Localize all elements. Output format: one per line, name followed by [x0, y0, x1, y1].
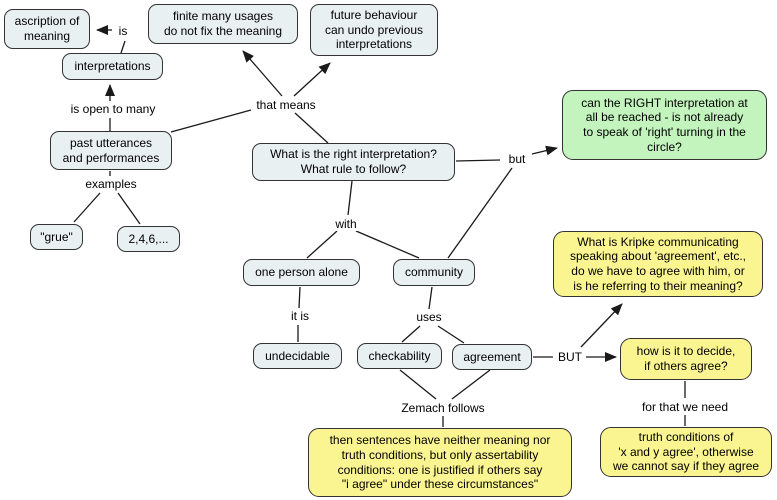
node-kripke-question-line: is he referring to their meaning?	[573, 278, 743, 293]
node-past-utterances-line: and performances	[62, 150, 160, 165]
edge-label-it-is[interactable]: it is	[288, 309, 312, 323]
node-ascription-of-meaning-line: meaning	[23, 29, 71, 43]
edge-line-19	[455, 159, 501, 162]
edge-label-that-means[interactable]: that means	[253, 98, 319, 112]
edge-line-7	[170, 109, 252, 133]
node-grue[interactable]: "grue"	[30, 224, 83, 250]
node-undecidable-line: undecidable	[265, 348, 330, 363]
edge-line-18	[437, 325, 465, 344]
edge-label-with[interactable]: with	[332, 217, 360, 231]
node-community[interactable]: community	[393, 259, 475, 286]
edge-label-uses[interactable]: uses	[413, 310, 445, 324]
node-agreement[interactable]: agreement	[452, 344, 532, 370]
node-past-utterances-line: past utterances	[69, 135, 153, 150]
node-community-line: community	[404, 265, 463, 280]
node-circle-question-line: circle?	[647, 139, 682, 154]
edge-line-9	[293, 62, 331, 97]
node-interpretations[interactable]: interpretations	[62, 53, 163, 80]
edge-line-10	[294, 112, 329, 144]
node-number-sequence-line: 2,4,6,...	[128, 231, 169, 246]
node-right-interpretation-question-line: What rule to follow?	[300, 162, 407, 176]
edge-line-16	[428, 286, 433, 310]
node-truth-conditions-line: truth conditions of	[638, 430, 734, 445]
node-checkability-line: checkability	[368, 348, 431, 363]
node-right-interpretation-question-line: What is the right interpretation?	[270, 147, 437, 162]
edge-label-zemach-follows[interactable]: Zemach follows	[398, 401, 488, 415]
node-right-interpretation-question[interactable]: What is the right interpretation?What ru…	[252, 143, 455, 181]
node-checkability[interactable]: checkability	[357, 343, 442, 369]
edge-line-22	[399, 369, 437, 400]
node-ascription-of-meaning-line: ascription of	[14, 14, 80, 29]
node-truth-conditions-line: 'x and y agree', otherwise	[618, 444, 754, 459]
node-assertability-conditions-line: "i agree" under these circumstances"	[341, 477, 539, 492]
edge-line-11	[347, 180, 353, 216]
edge-line-14	[298, 286, 301, 309]
edge-line-8	[242, 50, 283, 97]
node-assertability-conditions-line: then sentences have neither meaning nor	[329, 433, 551, 448]
node-future-behaviour-line: can undo previous	[324, 22, 424, 37]
edge-label-for-that-we-need[interactable]: for that we need	[638, 400, 732, 414]
edge-label-is-open-to-many[interactable]: is open to many	[67, 102, 159, 116]
node-kripke-question-line: What is Kripke communicating	[577, 234, 739, 249]
node-one-person-alone[interactable]: one person alone	[243, 259, 360, 286]
node-grue-line: "grue"	[40, 229, 73, 244]
edge-line-27	[580, 303, 623, 348]
node-assertability-conditions-line: conditions: one is justified if others s…	[337, 462, 543, 477]
node-truth-conditions[interactable]: truth conditions of'x and y agree', othe…	[600, 427, 772, 477]
node-how-to-decide-line: if others agree?	[644, 359, 728, 373]
edge-label-but-lower[interactable]: but	[505, 152, 529, 166]
edge-label-examples[interactable]: examples	[82, 177, 140, 191]
node-finite-usages-line: finite many usages	[172, 9, 274, 24]
node-one-person-alone-line: one person alone	[255, 265, 348, 280]
edge-line-5	[73, 192, 101, 223]
node-finite-usages-line: do not fix the meaning	[163, 24, 283, 38]
edge-label-is[interactable]: is	[115, 24, 131, 38]
node-how-to-decide-line: how is it to decide,	[636, 344, 736, 359]
node-circle-question-line: to speak of 'right' turning in the	[583, 125, 746, 139]
node-circle-question-line: all be reached - is not already	[585, 110, 744, 125]
node-kripke-question-line: speaking about 'agreement', etc.,	[569, 249, 747, 264]
edge-line-0	[120, 40, 126, 54]
edge-label-but-upper[interactable]: BUT	[555, 350, 585, 364]
edge-line-13	[355, 230, 420, 259]
edge-line-12	[306, 230, 338, 259]
edge-line-17	[401, 325, 421, 343]
node-interpretations-line: interpretations	[74, 59, 151, 74]
node-how-to-decide[interactable]: how is it to decide,if others agree?	[620, 338, 752, 380]
edge-line-20	[531, 145, 558, 156]
node-assertability-conditions-line: truth conditions, but only assertability	[341, 447, 539, 462]
node-truth-conditions-line: we cannot say if they agree	[612, 459, 760, 474]
edge-line-21	[447, 167, 513, 259]
node-circle-question-line: can the RIGHT interpretation at	[581, 95, 748, 110]
node-future-behaviour-line: interpretations	[335, 37, 413, 52]
node-undecidable[interactable]: undecidable	[253, 343, 342, 369]
edge-line-6	[117, 192, 141, 225]
node-number-sequence[interactable]: 2,4,6,...	[117, 226, 180, 252]
node-future-behaviour-line: future behaviour	[330, 8, 418, 23]
node-kripke-question-line: do we have to agree with him, or	[571, 264, 745, 278]
edge-line-23	[451, 369, 491, 400]
node-agreement-line: agreement	[463, 349, 521, 364]
